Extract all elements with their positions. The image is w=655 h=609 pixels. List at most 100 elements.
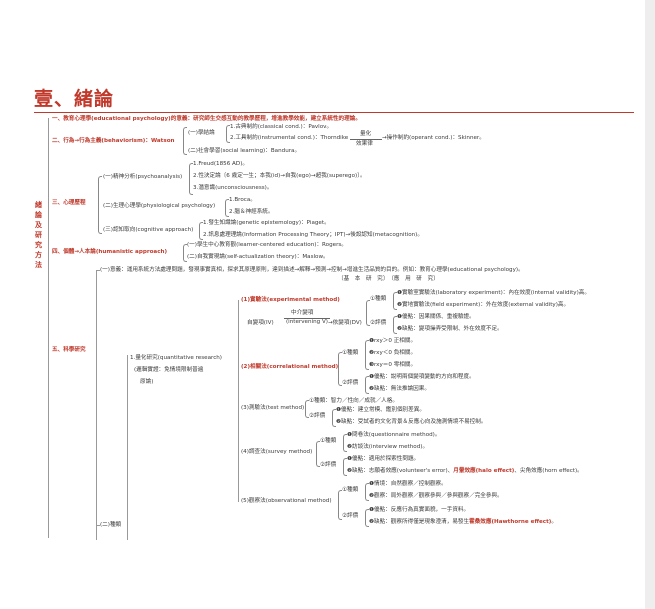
trunk-line xyxy=(48,118,49,538)
s3-cog: (三)認知取向(cognitive approach) xyxy=(103,227,194,233)
exp-eval-1: ❶優點：因果關係、重複驗證。 xyxy=(397,314,475,320)
cor-eval-1: ❶優點：說明兩個變項變動的方向和程度。 xyxy=(369,374,475,380)
exp-mid-bottom: (intervening V) xyxy=(286,319,328,325)
obs-kind-1: ❶情境：自然觀察／控制觀察。 xyxy=(369,481,447,487)
s4-item-2: (二)自我實現論(self-actualization theory)：Masl… xyxy=(187,254,329,260)
s3-psycho: (一)精神分析(psychoanalysis) xyxy=(103,174,183,180)
s2-brace xyxy=(183,127,187,155)
cor-eval-2: ❷缺點：無法推論因果。 xyxy=(369,386,430,392)
s3-psycho-item-1: 1.Freud(1856 AD)。 xyxy=(193,161,248,167)
cor-name: (2)相關法(correlational method) xyxy=(241,364,339,370)
cor-kind-3: ❸rxy＝0 零相關。 xyxy=(369,362,417,368)
exp-dv: →依變項(DV) xyxy=(328,320,362,326)
s2-operant: →操作制約(operant cond.)：Skinner。 xyxy=(382,135,485,141)
s5-basic-applied: 〔基 本 研 究〕 〔應 用 研 究〕 xyxy=(338,276,439,282)
exp-kind-2: ❷實地實驗法(field experiment)：外在效度(external v… xyxy=(397,302,570,308)
horn-effect: 、尖角效應(horn effect)。 xyxy=(514,468,583,474)
s3-physio-item-1: 1.Broca。 xyxy=(229,197,256,203)
methods-line xyxy=(238,300,239,502)
exp-eval-brace xyxy=(393,316,397,334)
survey-eval-2: ❷缺點：志願者效應(volunteer's error)、月暈效應(halo e… xyxy=(347,468,583,475)
quant-note-1: (邏輯實證：免情境限制普遍 xyxy=(134,367,204,373)
page-edge xyxy=(645,0,655,609)
quant-line xyxy=(127,355,128,540)
test-brace xyxy=(305,400,309,418)
exp-kind-brace xyxy=(393,292,397,310)
s3-psycho-item-2: 2.性決定論〔6 歲定一生；本我(id)→自我(ego)→超我(superego… xyxy=(193,173,366,179)
exp-eval-2: ❷缺點：變項操弄受限制、外在效度不足。 xyxy=(397,326,503,332)
cor-kind-2: ❷rxy＜0 負相關。 xyxy=(369,350,417,356)
obs-name: (5)觀察法(observational method) xyxy=(241,498,332,504)
cor-kind: ①種類 xyxy=(342,350,359,356)
s2-item-1: 1.古典制約(classical cond.)：Pavlov。 xyxy=(230,124,333,130)
cor-brace xyxy=(338,352,342,386)
survey-eval-1: ❶優點：適用於探索性問題。 xyxy=(347,456,420,462)
hawthorne-effect: 霍桑效應(Hawthorne effect) xyxy=(469,519,552,525)
obs-eval-brace xyxy=(365,509,369,527)
s5-tick-1 xyxy=(96,270,100,271)
cor-kind-brace xyxy=(365,340,369,370)
section-5-label: 五、科學研究 xyxy=(52,347,86,353)
obs-kind: ①種類 xyxy=(342,487,359,493)
test-kind: ①種類：智力／性向／成就／人格。 xyxy=(309,398,398,404)
s5-meaning: (一)意義：運用系統方法處理問題，發現事實真相，探求其原理原則，達到描述→解釋→… xyxy=(100,267,524,273)
s2-item-2: 2.工具制約(instrumental cond.)：Thorndike xyxy=(230,135,349,141)
section-1-label: 一、教育心理學(educational psychology)的意義：研究師生交… xyxy=(52,116,361,122)
s4-item-1: (一)學生中心教育觀(learner-centered education)：R… xyxy=(187,242,347,248)
survey-name: (4)調查法(survey method) xyxy=(241,449,313,455)
quant-label: 1.量化研究(quantitative research) xyxy=(130,355,222,361)
obs-con-pre: ❷缺點：觀察所得僅是現象澄清，易發生 xyxy=(369,519,470,525)
side-label: 緒論及研究方法 xyxy=(35,201,42,269)
s2-learning: (一)學結論 xyxy=(188,130,215,136)
exp-kind-1: ❶實驗室實驗法(laboratory experiment)：內在效度(inte… xyxy=(397,290,590,296)
test-eval: ②評價 xyxy=(309,413,326,419)
s3-psycho-brace xyxy=(189,163,193,195)
s3-brace xyxy=(98,176,102,234)
survey-kind-1: ❶問卷法(questionnaire method)。 xyxy=(347,432,441,438)
page-title: 壹、緒論 xyxy=(34,88,115,110)
s2-arrow-top: 量化 xyxy=(360,131,372,137)
survey-brace xyxy=(316,441,320,467)
test-eval-brace xyxy=(332,409,336,427)
s3-physio: (二)生理心理學(physiological psychology) xyxy=(103,203,216,209)
section-2-label: 二、行為→行為主義(behaviorism)：Watson xyxy=(52,138,175,144)
s3-physio-item-2: 2.腦＆神經系統。 xyxy=(229,209,274,215)
s3-psycho-item-3: 3.潛意識(unconsciousness)。 xyxy=(193,185,273,191)
cor-kind-1: ❶rxy＞0 正相關。 xyxy=(369,338,417,344)
s2-arrow-line xyxy=(350,139,382,140)
s5-kinds: (二)種類 xyxy=(100,522,122,528)
cor-eval: ②評價 xyxy=(342,380,359,386)
exp-iv: 自變項(IV) xyxy=(247,320,274,326)
survey-eval: ②評價 xyxy=(320,462,337,468)
halo-effect: 月暈效應(halo effect) xyxy=(453,468,515,474)
s2-learning-brace xyxy=(226,125,230,143)
test-name: (3)測驗法(test method) xyxy=(241,405,305,411)
s2-social: (二)社會學習(social learning)：Bandura。 xyxy=(188,148,301,154)
s3-cog-item-2: 2.訊息處理理論(Information Processing Theory；I… xyxy=(203,232,423,238)
survey-eval-brace xyxy=(343,458,347,476)
exp-brace xyxy=(366,300,370,326)
survey-kind-2: ❷訪談法(interview method)。 xyxy=(347,444,429,450)
exp-arrow-line xyxy=(284,318,330,319)
survey-kind-brace xyxy=(343,434,347,452)
test-eval-2: ❷缺點：受試者的文化背景＆反應心向及施測情境不易控制。 xyxy=(336,419,487,425)
obs-kind-brace xyxy=(365,483,369,501)
exp-kind: ①種類 xyxy=(370,296,387,302)
s4-brace xyxy=(183,244,187,262)
exp-eval: ②評價 xyxy=(370,320,387,326)
obs-con-post: 。 xyxy=(551,519,557,525)
obs-brace xyxy=(338,490,342,520)
s5-line xyxy=(96,270,97,540)
s2-arrow-bottom: 效果律 xyxy=(356,141,373,147)
exp-mid-top: 中介變項 xyxy=(291,310,314,316)
cor-eval-brace xyxy=(365,376,369,394)
obs-kind-2: ❷觀察：局外觀察／觀察參與／參與觀察／完全參與。 xyxy=(369,493,503,499)
section-3-label: 三、心理歷程 xyxy=(52,200,86,206)
survey-kind: ①種類 xyxy=(320,438,337,444)
section-4-label: 四、個體→人本論(humanistic approach) xyxy=(52,249,168,255)
exp-name: (1)實驗法(experimental method) xyxy=(241,297,340,303)
s3-physio-brace xyxy=(225,199,229,217)
s5-tick-2 xyxy=(96,525,100,526)
s3-cog-item-1: 1.發生知識論(genetic epistemology)：Piaget。 xyxy=(203,220,330,226)
obs-eval-1: ❶優點：反應行為真實面貌，一手資料。 xyxy=(369,507,470,513)
